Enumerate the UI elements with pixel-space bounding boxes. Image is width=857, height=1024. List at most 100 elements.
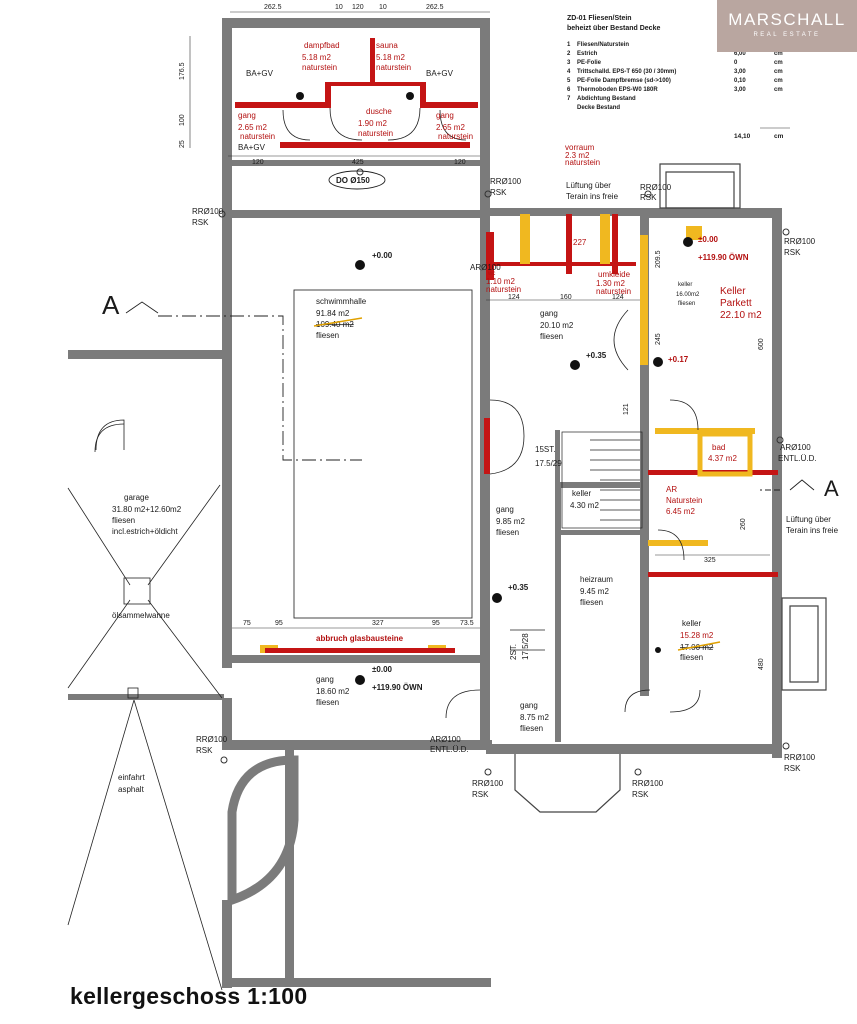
wc-dim: 227 [573,238,587,247]
room-einfahrt-name: einfahrt [118,773,145,782]
legend-row-label: Abdichtung Bestand [577,96,636,102]
level-pool: +0.00 [372,251,393,260]
legend-row-value: 3,00 [734,87,746,93]
rr-4: RRØ100 [784,237,816,246]
room-ar-area: 6.45 m2 [666,507,695,516]
room-vorraum-name: vorraum [565,143,595,152]
room-vorraum-area: 2.3 m2 [565,151,590,160]
dimension-lines [189,11,770,629]
dim-right-6: 209.5 [655,250,662,268]
legend-heading-1: ZD-01 Fliesen/Stein [567,15,632,22]
dim-right-4: 260 [740,518,747,530]
stairs [510,431,643,651]
room-gang-right-area: 2.65 m2 [436,123,465,132]
legend-row-no: 6 [567,87,571,93]
rr-7: RRØ100 [632,779,664,788]
ba-gv-bottom: BA+GV [238,143,266,152]
rr-8: RRØ100 [784,753,816,762]
room-gang-985-name: gang [496,505,514,514]
bay-windows [514,163,827,813]
room-gang-875-floor: fliesen [520,724,543,733]
lueftung-right-2: Terain ins freie [786,526,839,535]
rr-5: RRØ100 [196,735,228,744]
room-schwimmhalle-name: schwimmhalle [316,297,367,306]
stair-label-2: 17.5/29 [535,459,562,468]
rr-1: RRØ100 [192,207,224,216]
room-bad-area: 4.37 m2 [708,454,737,463]
legend-row-no: 5 [567,78,571,84]
room-keller-1528-area: 15.28 m2 [680,631,714,640]
room-gang-mid-area: 20.10 m2 [540,321,574,330]
downpipes [218,168,790,776]
own-gang-1860: +119.90 ÖWN [372,683,423,692]
ar100-bottom: ARØ100 [430,735,461,744]
legend-row-unit: cm [774,51,783,57]
room-wc-name: wc [487,271,495,277]
room-garage-note: incl.estrich+öldicht [112,527,178,536]
legend-row-value: 3,00 [734,69,746,75]
lueftung-top-2: Terain ins freie [566,192,619,201]
abbruch-strip [265,648,455,653]
room-umkleide-area: 1.30 m2 [596,279,625,288]
room-gang-1860-floor: fliesen [316,698,339,707]
room-kellar-tag-area: 16.00m2 [676,292,700,298]
level-gang-1860: ±0.00 [372,665,393,674]
lueftung-right-1: Lüftung über [786,515,831,524]
dim-pool-3: 327 [372,620,384,627]
legend-row-unit: cm [774,87,783,93]
room-gang-985-area: 9.85 m2 [496,517,525,526]
room-vorraum-floor: naturstein [565,158,600,167]
legend-row-value: 0 [734,60,738,66]
room-schwimmhalle-floor: fliesen [316,331,339,340]
room-labels: dampfbad 5.18 m2 naturstein sauna 5.18 m… [112,41,762,794]
room-heizraum-name: heizraum [580,575,613,584]
room-wc-area: 1.10 m2 [486,277,515,286]
outer-walls [68,18,782,988]
room-heizraum-area: 9.45 m2 [580,587,609,596]
legend-row-no: 1 [567,42,571,48]
dim-right-1: 600 [758,338,765,350]
room-wc-floor: naturstein [486,285,521,294]
room-keller-parkett-floor: Parkett [720,298,752,309]
ba-gv-right: BA+GV [426,69,454,78]
dim-mid-1: 124 [508,294,520,301]
dim-right-2: 245 [655,333,662,345]
room-bad-name: bad [712,443,725,452]
rsk-7: RSK [632,790,649,799]
garage-diagonals [67,419,223,991]
room-kellar-tag-name: keller [678,282,692,288]
dim-left-3: 25 [179,140,186,148]
legend-row-no: 7 [567,96,571,102]
room-gang-1860-area: 18.60 m2 [316,687,350,696]
entlud-right: ENTL.Ü.D. [778,454,817,463]
legend-row-no: 3 [567,60,571,66]
room-ar-name: AR [666,485,677,494]
dimension-texts: 262.5 10 120 10 262.5 120 425 120 176.5 … [179,4,765,670]
dim-right-5: 480 [758,658,765,670]
plan-title: kellergeschoss 1:100 [70,983,308,1009]
stair-label-1: 15ST. [535,445,555,454]
rsk-1: RSK [192,218,209,227]
room-einfahrt-floor: asphalt [118,785,145,794]
room-gang-right-name: gang [436,111,454,120]
rr-2: RRØ100 [490,177,522,186]
brand-name: MARSCHALL [728,10,846,29]
room-dampfbad-floor: naturstein [302,63,337,72]
do-label: DO Ø150 [336,176,370,185]
rsk-5: RSK [196,746,213,755]
room-keller-parkett-area: 22.10 m2 [720,310,762,321]
ar100-right: ARØ100 [780,443,811,452]
legend-row-unit: cm [774,60,783,66]
room-umkleide-name: umkleide [598,270,631,279]
room-dusche-floor: naturstein [358,129,393,138]
room-gang-right-floor: naturstein [438,132,473,141]
section-line [125,301,815,491]
legend-row-label: Decke Bestand [577,105,620,111]
room-keller-small-area: 4.30 m2 [570,501,599,510]
dim-mid-3: 124 [612,294,624,301]
room-gang-left-name: gang [238,111,256,120]
rr-3: RRØ100 [640,183,672,192]
rsk-3: RSK [640,193,657,202]
dim-pool-4: 95 [432,620,440,627]
